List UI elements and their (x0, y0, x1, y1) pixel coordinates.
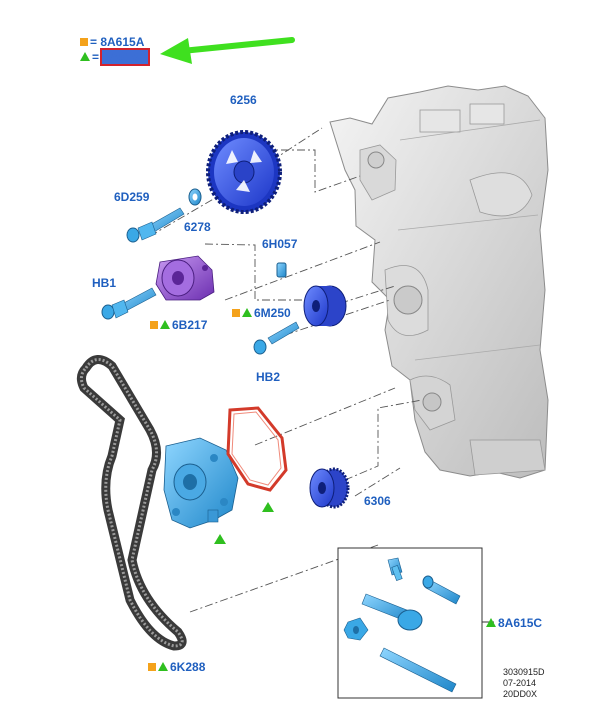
drawing-code-line2: 07-2014 (503, 678, 537, 688)
legend-triangle-row: = 8A615B (80, 48, 151, 66)
label-6B217: 6B217 (150, 318, 207, 332)
washer-6278 (188, 188, 202, 206)
label-6H057: 6H057 (262, 237, 298, 251)
label-HB1: HB1 (92, 276, 117, 290)
drawing-code-line3: 20DD0X (503, 689, 538, 699)
bolt-HB2 (253, 321, 300, 355)
crankshaft-sprocket-6306 (309, 467, 350, 509)
label-6256: 6256 (230, 93, 257, 107)
square-marker-icon (150, 321, 158, 329)
label-HB2: HB2 (256, 370, 281, 384)
pump-marker-icon (214, 534, 226, 544)
highlighted-part-number: 8A615B (100, 48, 151, 66)
legend-square-row: = 8A615A (80, 35, 148, 50)
label-6306: 6306 (364, 494, 391, 508)
triangle-marker-icon (158, 662, 168, 671)
timing-belt-6K288 (76, 355, 187, 651)
pointer-arrow-icon (160, 37, 295, 64)
idler-pulley-6M250 (303, 285, 347, 327)
label-6K288-text: 6K288 (170, 660, 206, 674)
triangle-marker-icon (80, 52, 90, 61)
label-6M250-text: 6M250 (254, 306, 291, 320)
triangle-marker-icon (160, 320, 170, 329)
label-8A615C-text: 8A615C (498, 616, 543, 630)
bolt-HB1 (101, 287, 157, 320)
label-6278: 6278 (184, 220, 211, 234)
legend-square-text: = 8A615A (90, 35, 145, 49)
camshaft-sprocket-6256 (206, 130, 282, 214)
square-marker-icon (148, 663, 156, 671)
legend: = 8A615A = 8A615B (80, 35, 151, 66)
label-6K288: 6K288 (148, 660, 205, 674)
triangle-marker-icon (486, 618, 496, 627)
engine-block (329, 85, 549, 479)
bolt-6D259 (126, 207, 185, 243)
label-6M250: 6M250 (232, 306, 291, 320)
drawing-code-line1: 3030915D (503, 667, 545, 677)
triangle-marker-icon (242, 308, 252, 317)
label-6D259: 6D259 (114, 190, 150, 204)
dowel-6H057 (276, 262, 287, 278)
square-marker-icon (232, 309, 240, 317)
tensioner-6B217 (155, 255, 215, 301)
water-pump-gasket (226, 406, 288, 492)
legend-triangle-text: = (92, 50, 103, 64)
bolt-kit-box-8A615C (337, 547, 494, 699)
water-pump (163, 437, 239, 529)
label-6B217-text: 6B217 (172, 318, 208, 332)
gasket-marker-icon (262, 502, 274, 512)
square-marker-icon (80, 38, 88, 46)
drawing-code: 3030915D 07-2014 20DD0X (503, 667, 545, 700)
label-8A615C: 8A615C (486, 616, 542, 630)
